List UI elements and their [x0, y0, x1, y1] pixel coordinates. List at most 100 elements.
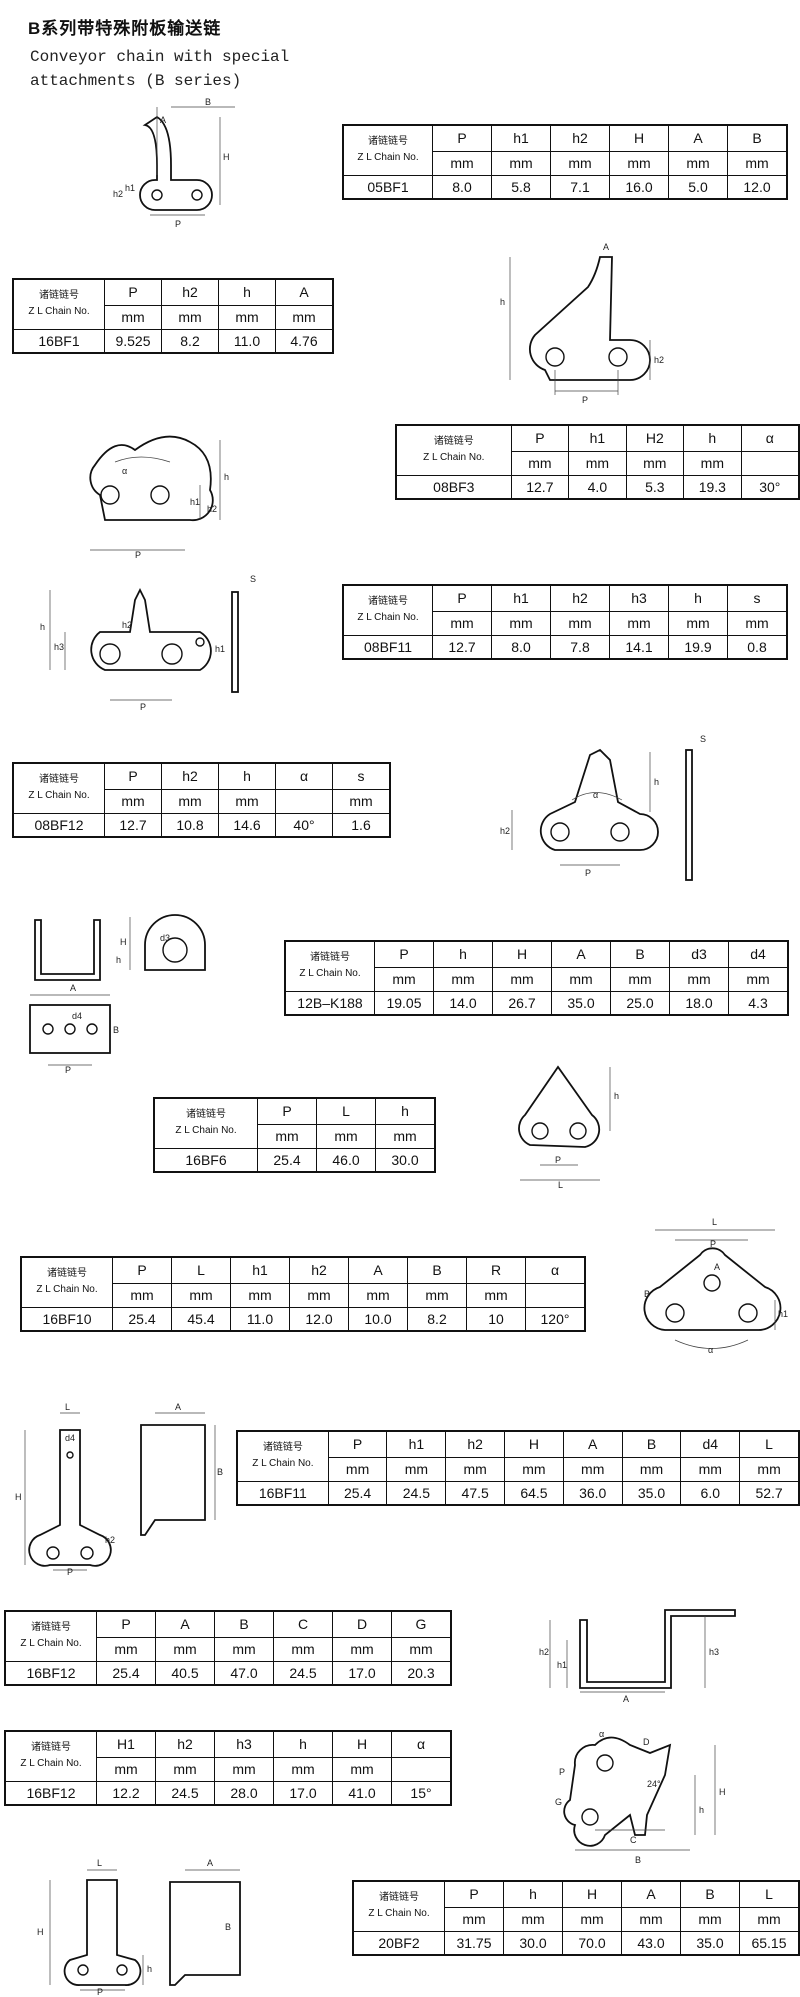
page-title: B系列带特殊附板输送链	[28, 19, 222, 38]
label-A: A	[175, 1402, 181, 1412]
chain-no-label-en: Z L Chain No.	[36, 1284, 98, 1296]
unit-cell: mm	[625, 450, 685, 476]
col-header: D	[332, 1610, 392, 1638]
value-cell: 8.0	[432, 174, 492, 200]
unit-cell	[740, 450, 800, 476]
col-header: h	[218, 278, 276, 306]
chain-no-label-en: Z L Chain No.	[368, 1908, 430, 1920]
col-header: α	[275, 762, 333, 790]
label-h1: h1	[778, 1309, 788, 1319]
col-header: P	[104, 762, 162, 790]
label-d4: d4	[65, 1433, 75, 1443]
value-cell: 18.0	[669, 990, 729, 1016]
unit-cell: mm	[218, 788, 276, 814]
unit-cell: mm	[504, 1456, 564, 1482]
unit-cell: mm	[432, 610, 492, 636]
unit-cell: mm	[386, 1456, 447, 1482]
chain-no-label-cn: 诸链链号	[47, 1268, 87, 1280]
col-header: h3	[609, 584, 669, 612]
value-cell: 40°	[275, 812, 333, 838]
unit-cell: mm	[432, 150, 492, 176]
col-header: α	[391, 1730, 452, 1758]
label-alpha: α	[593, 790, 598, 800]
value-cell: 25.4	[96, 1660, 156, 1686]
col-header: h	[433, 940, 493, 968]
unit-cell: mm	[609, 150, 669, 176]
label-h: h	[500, 297, 505, 307]
unit-cell	[525, 1282, 586, 1308]
col-header: B	[610, 940, 670, 968]
chain-id: 16BF12	[4, 1660, 97, 1686]
value-cell: 25.4	[112, 1306, 172, 1332]
unit-cell: mm	[550, 610, 610, 636]
value-cell: 14.6	[218, 812, 276, 838]
col-header: h1	[568, 424, 627, 452]
chain-no-label-cn: 诸链链号	[368, 596, 408, 608]
value-cell: 52.7	[739, 1480, 800, 1506]
col-header: d4	[728, 940, 789, 968]
col-header: A	[275, 278, 334, 306]
value-cell: 10.0	[348, 1306, 408, 1332]
drawing-16BF12-side: A h2 h1 h3	[539, 1609, 736, 1704]
label-P: P	[65, 1065, 71, 1075]
col-header: A	[668, 124, 728, 152]
unit-cell: mm	[728, 966, 789, 992]
value-cell: 30.0	[375, 1147, 436, 1173]
col-header: L	[171, 1256, 231, 1284]
chain-id: 12B–K188	[284, 990, 375, 1016]
value-cell: 0.8	[727, 634, 788, 660]
col-header: P	[374, 940, 434, 968]
value-cell: 12.0	[289, 1306, 349, 1332]
label-B: B	[113, 1025, 119, 1035]
col-header: P	[432, 124, 492, 152]
label-d4: d4	[72, 1011, 82, 1021]
drawing-16BF10: L P A B h1 α	[643, 1217, 788, 1355]
label-alpha: α	[708, 1345, 713, 1355]
value-cell: 36.0	[562, 1480, 623, 1506]
label-A: A	[70, 983, 76, 993]
unit-cell: mm	[273, 1756, 333, 1782]
unit-cell: mm	[332, 788, 391, 814]
col-header: B	[214, 1610, 274, 1638]
unit-cell: mm	[551, 966, 611, 992]
unit-cell: mm	[444, 1906, 504, 1932]
label-24: 24°	[647, 1779, 661, 1789]
unit-cell: mm	[96, 1756, 156, 1782]
unit-cell: mm	[492, 966, 552, 992]
chain-no-label-cn: 诸链链号	[31, 1742, 71, 1754]
col-header: B	[407, 1256, 467, 1284]
col-header: h2	[550, 584, 610, 612]
label-S: S	[250, 574, 256, 584]
label-P: P	[582, 395, 588, 405]
col-header: P	[96, 1610, 156, 1638]
col-header: A	[155, 1610, 215, 1638]
label-B: B	[635, 1855, 641, 1865]
col-header: A	[621, 1880, 681, 1908]
unit-cell: mm	[466, 1282, 526, 1308]
value-cell: 30°	[740, 474, 800, 500]
value-cell: 8.2	[161, 328, 219, 354]
unit-cell: mm	[374, 966, 434, 992]
chain-id: 08BF11	[342, 634, 433, 660]
unit-cell: mm	[230, 1282, 290, 1308]
col-header: B	[680, 1880, 740, 1908]
col-header: d4	[680, 1430, 741, 1458]
value-cell: 45.4	[171, 1306, 231, 1332]
drawing-08BF11: P h h3 h2 h1 S	[40, 574, 256, 712]
col-header: h2	[445, 1430, 506, 1458]
value-cell: 6.0	[680, 1480, 741, 1506]
col-header: α	[525, 1256, 586, 1284]
label-S: S	[700, 734, 706, 744]
value-cell: 26.7	[492, 990, 552, 1016]
col-header: R	[466, 1256, 526, 1284]
